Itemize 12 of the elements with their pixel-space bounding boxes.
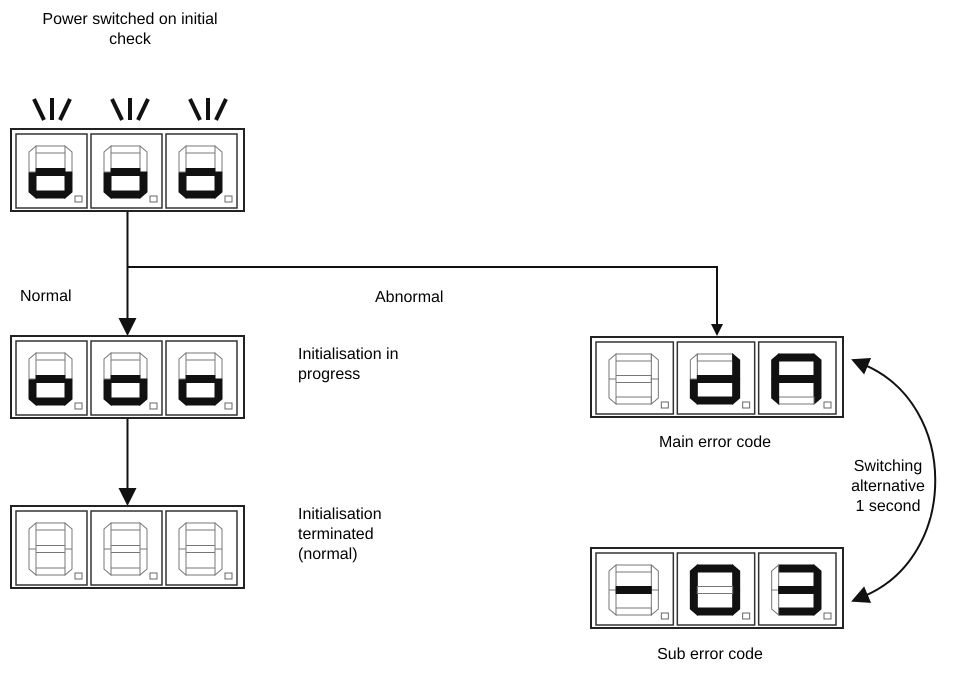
node-label: Initialisation in progress [298,345,400,385]
arrow [852,358,936,604]
arrow [118,419,136,506]
seven-segment-display [590,336,844,418]
node-label: Initialisation terminated (normal) [298,505,383,565]
seven-segment-display [590,547,844,629]
node-label: Sub error code [656,645,764,665]
seven-segment-display [10,335,245,419]
heading-text: Power switched on initial check [41,10,219,50]
seven-segment-display [10,505,245,589]
seven-segment-display [10,128,245,212]
node-label: Main error code [658,433,772,453]
